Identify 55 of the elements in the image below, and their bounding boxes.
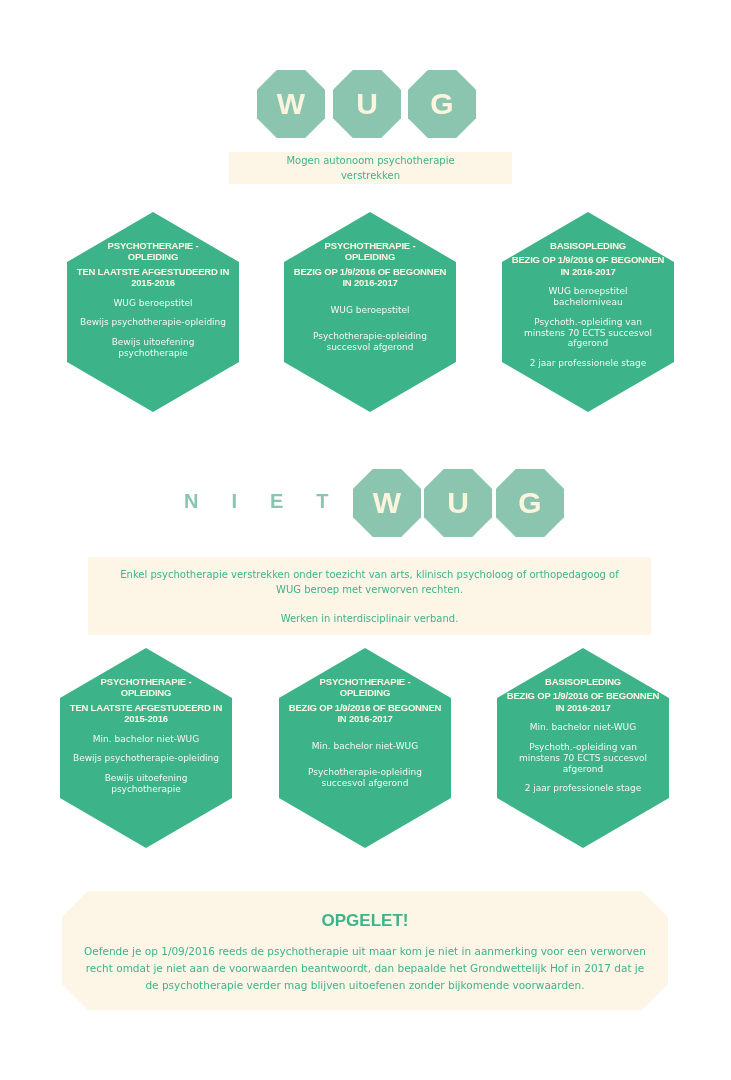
heading: OPGELET!: [321, 911, 409, 931]
heading: PSYCHOTHERAPIE -OPLEIDING: [99, 676, 193, 699]
body-text: Bewijs psychotherapie-opleiding: [72, 753, 220, 765]
heading: BEZIG OP 1/9/2016 OF BEGONNEN IN 2016-2017: [287, 701, 443, 725]
text-banner: [229, 152, 512, 184]
body-text: Bewijs uitoefening psychotherapie: [103, 773, 189, 795]
hexagon-card: [284, 212, 456, 412]
hexagon-card: [502, 212, 674, 412]
body-text: Min. bachelor niet-WUG: [92, 733, 200, 745]
body-text: Enkel psychotherapie verstrekken onder toezicht van arts, klinisch psycholoog of orthopedagoog of WUG beroep met verworven rechten.: [119, 567, 620, 597]
tile-letter: W: [371, 485, 403, 521]
tile-letter: U: [446, 485, 470, 521]
body-text: Bewijs psychotherapie-opleiding: [79, 317, 227, 329]
body-text: Min. bachelor niet-WUG: [529, 722, 637, 733]
hexagon-card: [67, 212, 239, 412]
body-text: Mogen autonoom psychotherapie verstrekken: [285, 154, 456, 183]
heading-word: NIET: [184, 490, 362, 513]
body-text: 2 jaar professionele stage: [529, 358, 647, 369]
notice-panel: [62, 891, 668, 1010]
body-text: WUG beroepstitel bachelorniveau: [547, 286, 629, 308]
body-text: Bewijs uitoefening psychotherapie: [110, 337, 196, 359]
tile-letter: G: [429, 86, 455, 122]
octagon-tile: [333, 70, 401, 138]
tile-letter: G: [517, 485, 543, 521]
hexagon-card: [60, 648, 232, 848]
body-text: Min. bachelor niet-WUG: [311, 740, 419, 752]
text-banner: [88, 557, 651, 635]
body-text: Oefende je op 1/09/2016 reeds de psychotherapie uit maar kom je niet in aanmerking voor een verworven recht omdat je niet aan de voorwaarden beantwoordt, dan bepaalde het Grondwettelijk Hof in 2017 dat je de psychotherapie verder mag blijven uitoefenen zonder bijkomende voorwaarden.: [83, 944, 647, 993]
heading: BASISOPLEDING: [544, 676, 622, 688]
hexagon-card: [497, 648, 669, 848]
body-text: WUG beroepstitel: [113, 297, 193, 309]
body-text: Psychoth.-opleiding van minstens 70 ECTS succesvol afgerond: [522, 316, 654, 350]
body-text: WUG beroepstitel: [330, 304, 410, 316]
heading: TEN LAATSTE AFGESTUDEERD IN 2015-2016: [75, 265, 231, 289]
octagon-tile: [353, 469, 421, 537]
hexagon-card: [279, 648, 451, 848]
heading: BEZIG OP 1/9/2016 OF BEGONNEN IN 2016-2017: [510, 254, 666, 278]
heading: BEZIG OP 1/9/2016 OF BEGONNEN IN 2016-2017: [505, 690, 661, 714]
body-text: Werken in interdisciplinair verband.: [279, 611, 460, 626]
tile-letter: U: [355, 86, 379, 122]
heading: BASISOPLEDING: [549, 240, 627, 252]
octagon-tile: [496, 469, 564, 537]
body-text: Psychoth.-opleiding van minstens 70 ECTS succesvol afgerond: [517, 741, 649, 775]
body-text: Psychotherapie-opleiding succesvol afgerond: [307, 767, 423, 789]
heading: BEZIG OP 1/9/2016 OF BEGONNEN IN 2016-2017: [292, 265, 448, 289]
body-text: 2 jaar professionele stage: [524, 783, 642, 795]
octagon-tile: [257, 70, 325, 138]
heading: PSYCHOTHERAPIE -OPLEIDING: [106, 240, 200, 263]
tile-letter: W: [275, 86, 307, 122]
heading: PSYCHOTHERAPIE -OPLEIDING: [318, 676, 412, 699]
octagon-tile: [408, 70, 476, 138]
heading: PSYCHOTHERAPIE -OPLEIDING: [323, 240, 417, 263]
heading: TEN LAATSTE AFGESTUDEERD IN 2015-2016: [68, 701, 224, 725]
octagon-tile: [424, 469, 492, 537]
body-text: Psychotherapie-opleiding succesvol afgerond: [312, 331, 428, 353]
